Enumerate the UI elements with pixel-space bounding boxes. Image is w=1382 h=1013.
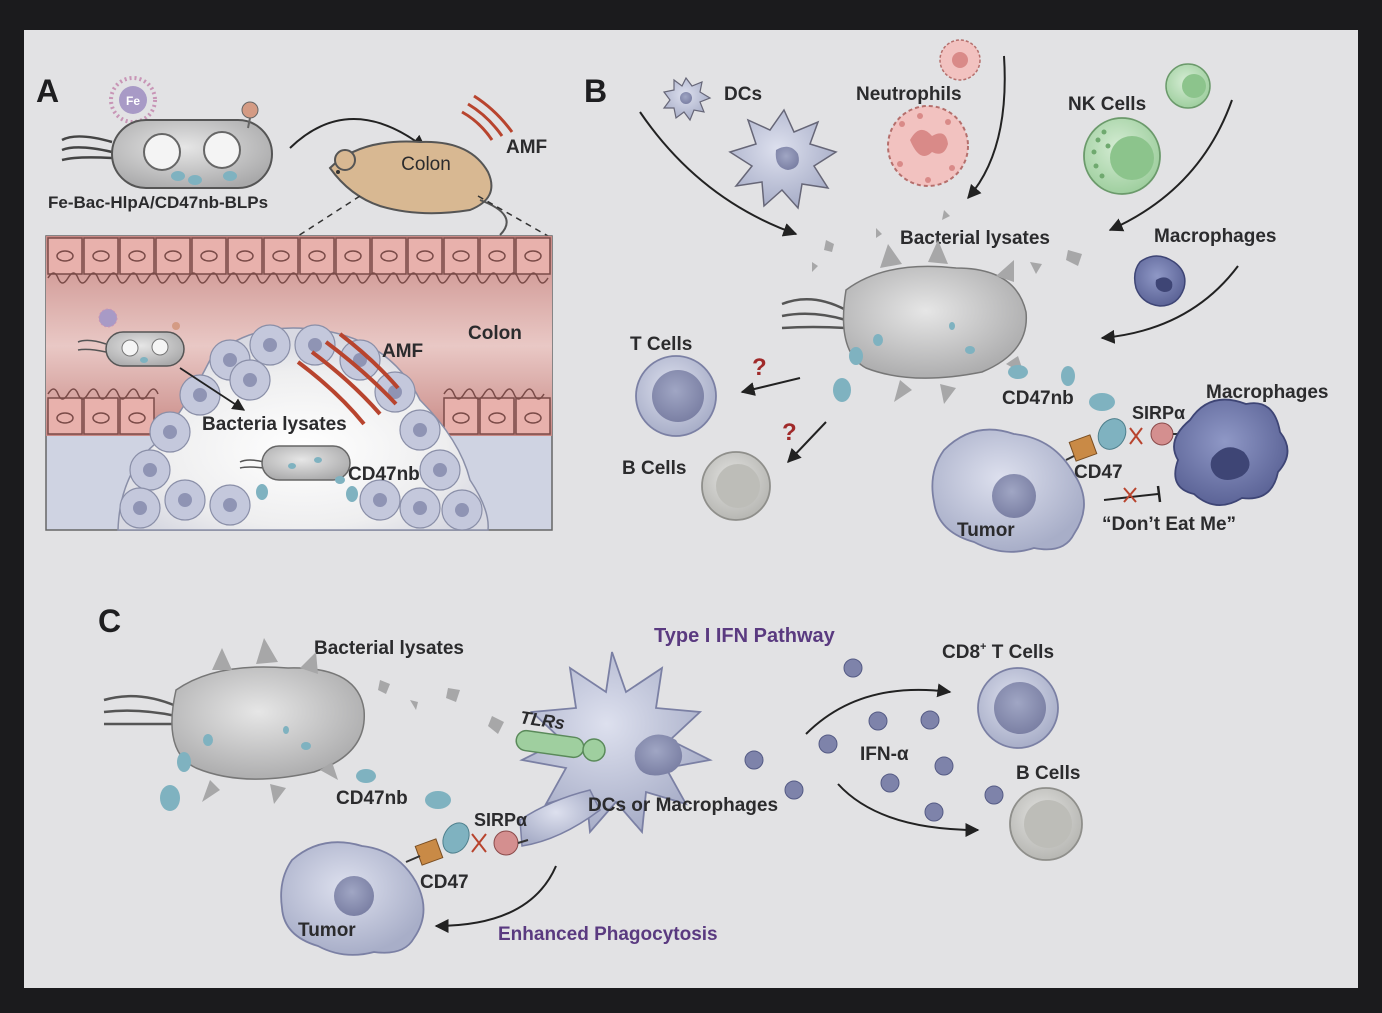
c-tumor-cell-icon [280,841,425,956]
b-t-cells-label: T Cells [630,334,692,355]
c-sirpa-label: SIRPα [474,810,527,830]
type-1-ifn-pathway-label: Type I IFN Pathway [654,625,836,647]
c-tumor-label: Tumor [298,920,356,941]
panel-c-letter: C [98,603,121,639]
amf-top-label: AMF [506,137,547,158]
c-bacterial-lysates-label: Bacterial lysates [314,638,464,659]
question-mark-b: ? [782,419,797,446]
panel-a-letter: A [36,73,59,109]
c-b-cells-label: B Cells [1016,763,1080,784]
amf-waves-icon [461,94,514,141]
panel-b: B DCs Neutrophils NK Cells [584,39,1328,553]
cd8-t-cells-label: CD8+ T Cells [942,641,1054,663]
c-cd47nb-label: CD47nb [336,788,408,809]
small-macrophage-icon [1133,255,1186,307]
neutrophils-label: Neutrophils [856,84,962,105]
small-neutrophil-icon [939,39,981,81]
b-b-cell-icon [701,451,771,521]
large-nk-cell-icon [1083,117,1161,195]
panel-b-letter: B [584,73,607,109]
large-dc-cell-icon [728,108,838,210]
small-nk-cell-icon [1165,63,1211,109]
c-b-cell-icon [1009,787,1083,861]
bacteria-lysates-label: Bacteria lysates [202,414,347,435]
blp-capsule [61,101,273,189]
b-cd47-label: CD47 [1074,462,1123,483]
mouse-colon-label: Colon [401,154,451,175]
mouse-icon [328,140,508,236]
b-bacterial-lysates-label: Bacterial lysates [900,228,1050,249]
dcs-label: DCs [724,84,762,105]
tissue-amf-icon [296,332,400,426]
construct-label: Fe-Bac-HlpA/CD47nb-BLPs [48,193,268,212]
b-tumor-label: Tumor [957,520,1015,541]
tissue-cd47nb-label: CD47nb [348,464,420,485]
b-sirpa-label: SIRPα [1132,403,1185,423]
c-cd47-label: CD47 [420,872,469,893]
b-macrophages-top-label: Macrophages [1154,226,1276,247]
b-t-cell-icon [635,355,717,437]
panel-a: A Fe Fe-Bac-HlpA/CD47nb-BLPs [36,73,553,531]
b-tumor-cell-icon [931,428,1085,553]
b-macrophage-icon [1173,398,1289,506]
tlr-receptor-icon [515,729,606,762]
ifn-alpha-cytokines [744,658,1004,822]
c-dc-macrophage-icon [519,651,713,847]
b-lysing-bacterium [781,240,1115,411]
fe-nanoparticle: Fe [109,76,157,124]
lysate-debris [812,210,1082,274]
c-lysing-bacterium [103,638,451,811]
dont-eat-me-label: “Don’t Eat Me” [1102,514,1236,535]
ifn-alpha-label: IFN-α [860,744,909,765]
large-neutrophil-icon [887,105,969,187]
c-cd8-t-cell-icon [977,667,1059,749]
fe-label: Fe [126,94,140,108]
tissue-blp [77,308,185,367]
b-cd47nb-label: CD47nb [1002,388,1074,409]
tissue-amf-label: AMF [382,341,423,362]
colon-tissue-section [45,235,553,531]
b-b-cells-label: B Cells [622,458,686,479]
tissue-colon-label: Colon [468,323,522,344]
b-macrophages-right-label: Macrophages [1206,382,1328,403]
small-dc-cell-icon [662,76,712,122]
panel-c: C Bacterial lysates CD47nb Type I [98,603,1083,956]
nk-cells-label: NK Cells [1068,94,1146,115]
question-mark-t: ? [752,354,767,381]
enhanced-phagocytosis-label: Enhanced Phagocytosis [498,924,718,945]
arrow-to-colon [289,118,427,149]
dcs-or-macrophages-label: DCs or Macrophages [588,795,778,816]
